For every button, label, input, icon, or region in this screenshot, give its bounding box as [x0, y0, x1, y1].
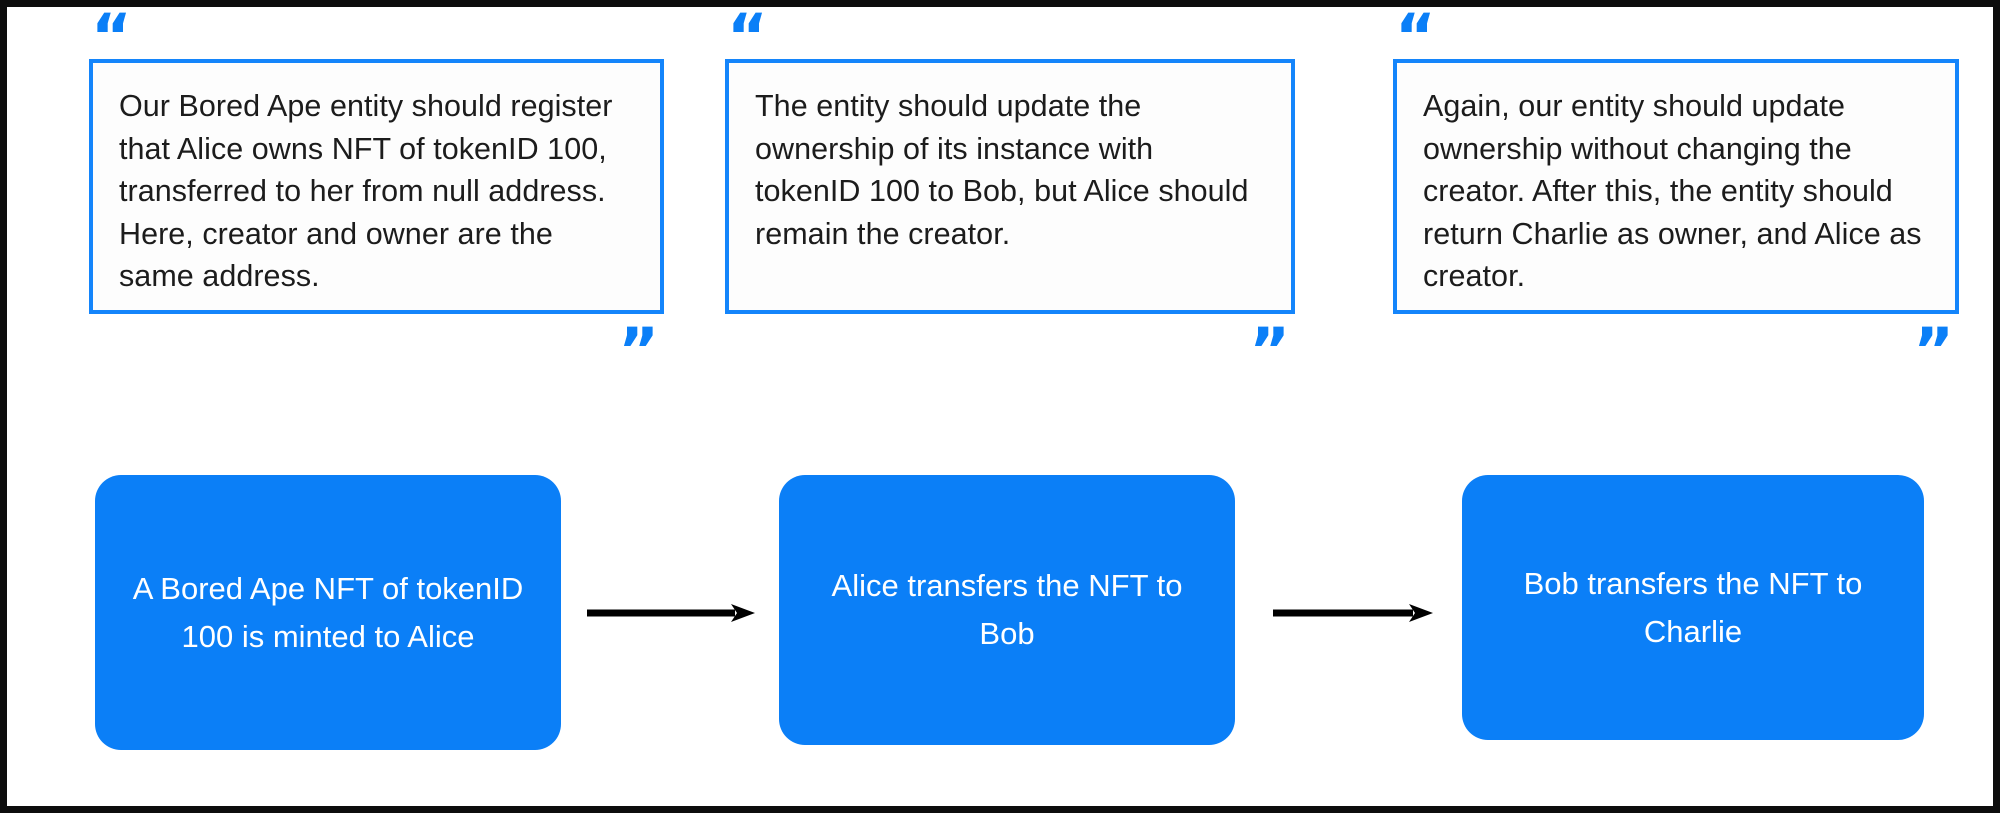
quote-open-icon: “ — [91, 0, 132, 73]
flow-node-alice-to-bob[interactable]: Alice transfers the NFT to Bob — [779, 475, 1235, 745]
quote-text: The entity should update the ownership o… — [755, 89, 1249, 251]
quote-close-icon: ” — [1913, 314, 1954, 387]
quote-box: Again, our entity should update ownershi… — [1393, 59, 1959, 314]
quote-open-icon: “ — [727, 0, 768, 73]
flow-node-label: A Bored Ape NFT of tokenID 100 is minted… — [132, 570, 524, 654]
quote-callout-transfer-charlie: “ Again, our entity should update owners… — [1393, 0, 1959, 387]
quote-callout-transfer-bob: “ The entity should update the ownership… — [725, 0, 1295, 387]
flow-diagram-row: A Bored Ape NFT of tokenID 100 is minted… — [7, 475, 1993, 775]
quote-text: Again, our entity should update ownershi… — [1423, 89, 1922, 293]
flow-arrow-1-icon — [587, 601, 755, 625]
quote-callout-row: “ Our Bored Ape entity should register t… — [7, 0, 1993, 387]
quote-close-icon: ” — [618, 314, 659, 387]
quote-open-icon: “ — [1395, 0, 1436, 73]
quote-text: Our Bored Ape entity should register tha… — [119, 89, 613, 293]
flow-arrow-2-icon — [1273, 601, 1433, 625]
quote-close-icon: ” — [1249, 314, 1290, 387]
flow-node-bob-to-charlie[interactable]: Bob transfers the NFT to Charlie — [1462, 475, 1924, 740]
flow-node-mint[interactable]: A Bored Ape NFT of tokenID 100 is minted… — [95, 475, 561, 750]
flow-node-label: Bob transfers the NFT to Charlie — [1523, 565, 1863, 649]
quote-box: The entity should update the ownership o… — [725, 59, 1295, 314]
quote-callout-mint: “ Our Bored Ape entity should register t… — [89, 0, 664, 387]
flow-node-label: Alice transfers the NFT to Bob — [831, 568, 1183, 651]
quote-box: Our Bored Ape entity should register tha… — [89, 59, 664, 314]
